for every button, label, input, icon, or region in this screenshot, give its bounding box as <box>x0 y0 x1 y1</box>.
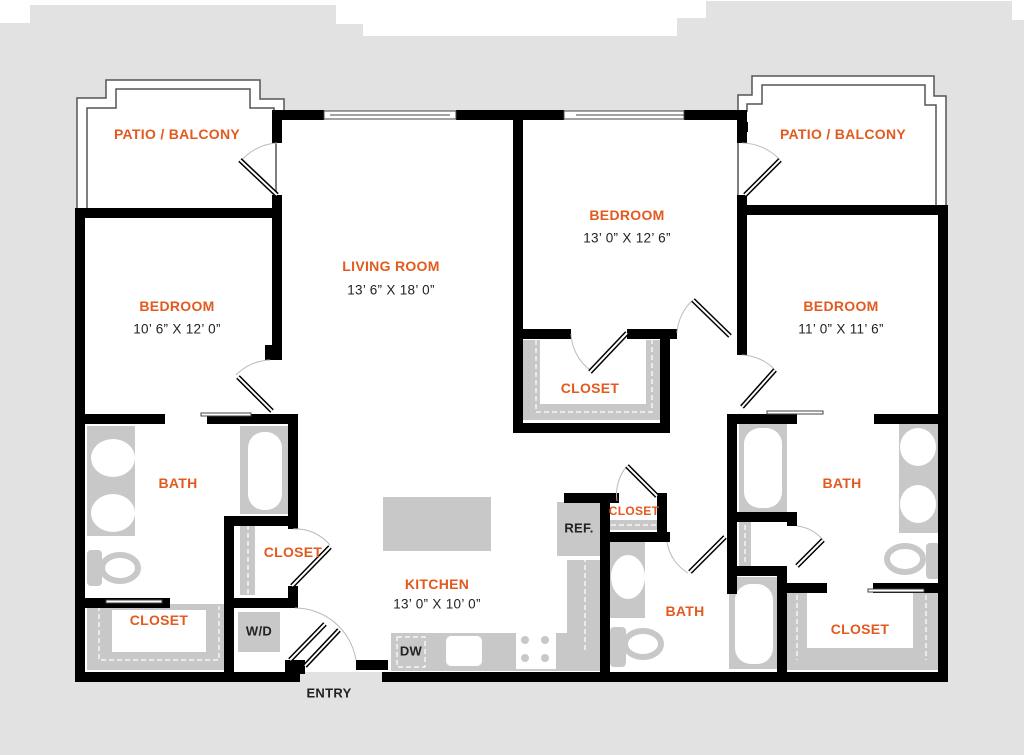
living-room-label: LIVING ROOM <box>342 258 440 274</box>
living-room-size: 13’ 6” X 18’ 0” <box>347 282 435 298</box>
slider-left-closet <box>105 599 163 604</box>
washer-dryer-label: W/D <box>245 623 273 639</box>
walls <box>75 110 948 682</box>
slider-right-bath <box>766 410 824 415</box>
left-sink-2 <box>91 494 135 532</box>
slider-right-closet <box>867 588 925 593</box>
bath-center-label: BATH <box>665 603 705 619</box>
dishwasher-label: DW <box>399 643 423 659</box>
refrigerator-label: REF. <box>564 520 594 536</box>
right-toilet <box>884 543 926 575</box>
entry-label: ENTRY <box>306 685 352 701</box>
bedroom-right-label: BEDROOM <box>803 298 879 314</box>
bedroom-center-size: 13’ 0” X 12’ 6” <box>583 230 671 246</box>
left-sink-1 <box>91 439 135 477</box>
right-sink-2 <box>900 485 936 523</box>
kitchen-label: KITCHEN <box>404 576 470 592</box>
left-toilet <box>99 552 141 584</box>
bedroom-center-label: BEDROOM <box>589 207 665 223</box>
bedroom-right-size: 11’ 0” X 11’ 6” <box>798 321 884 337</box>
washer-dryer-box <box>238 612 280 652</box>
slider-left-bath <box>200 412 252 417</box>
closet-small-label: CLOSET <box>608 504 660 518</box>
bedroom-left-label: BEDROOM <box>139 298 215 314</box>
left-closet-shelf <box>87 604 226 670</box>
patio-left-label: PATIO / BALCONY <box>113 126 241 142</box>
closet-right-bottom-label: CLOSET <box>830 621 890 637</box>
right-sink-1 <box>900 428 936 466</box>
left-bath-toilet-tank <box>87 550 102 586</box>
right-closet-shelf <box>786 593 938 670</box>
closet-center-label: CLOSET <box>560 380 620 396</box>
refrigerator-box <box>557 502 601 556</box>
patio-left-floor <box>76 79 285 211</box>
kitchen-size: 13’ 0” X 10’ 0” <box>393 596 481 612</box>
closet-left-bottom-label: CLOSET <box>129 612 189 628</box>
patio-right-label: PATIO / BALCONY <box>779 126 907 142</box>
kitchen-island <box>383 497 491 551</box>
bath-left-label: BATH <box>158 475 198 491</box>
bath-right-label: BATH <box>822 475 862 491</box>
center-toilet <box>622 628 664 660</box>
stove-burners <box>521 636 549 662</box>
closet-hall-label: CLOSET <box>263 544 323 560</box>
bedroom-left-size: 10’ 6” X 12’ 0” <box>133 321 221 337</box>
patio-right-floor <box>737 75 947 211</box>
